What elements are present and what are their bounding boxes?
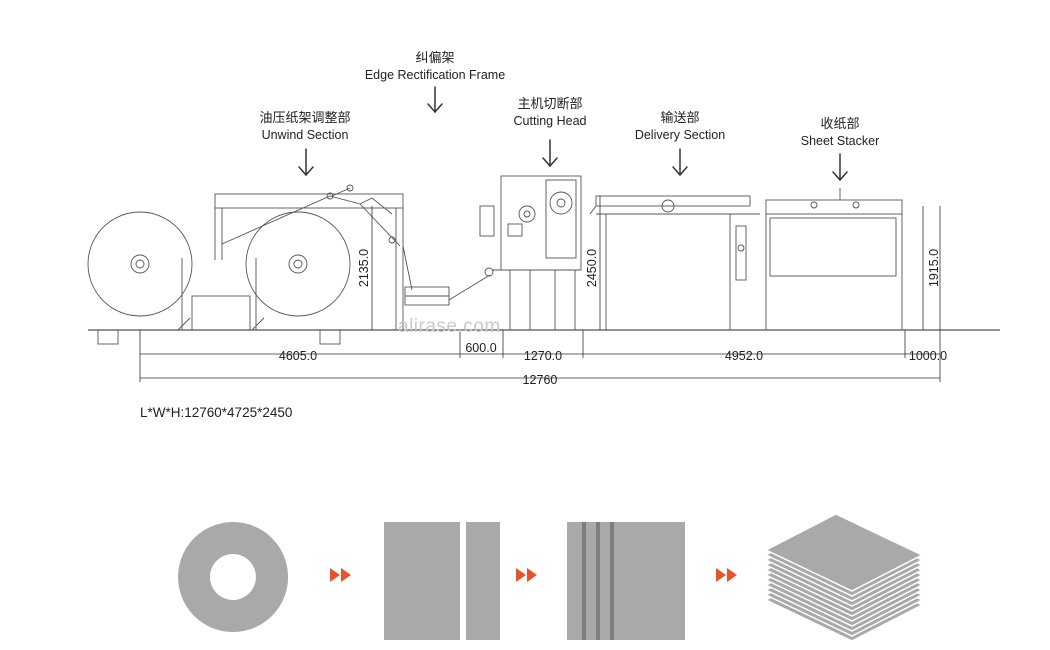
dim-height-unwind: 2135.0 xyxy=(357,249,371,287)
unwind-section-drawing xyxy=(87,184,404,345)
label-sheet-stacker: 收纸部 Sheet Stacker xyxy=(780,116,900,149)
dim-height-stacker: 1915.0 xyxy=(927,249,941,287)
label-unwind-section: 油压纸架调整部 Unwind Section xyxy=(240,110,370,143)
edge-frame-zh: 纠偏架 xyxy=(415,51,455,66)
unwind-en: Unwind Section xyxy=(261,128,349,142)
stage-cut-sheets xyxy=(567,522,685,640)
machine-drawing: 4605.0 600.0 1270.0 4952.0 1000.0 12760 … xyxy=(87,86,1000,387)
label-delivery-section: 输送部 Delivery Section xyxy=(615,110,745,143)
unwind-arrow xyxy=(298,148,314,177)
label-cutting-head: 主机切断部 Cutting Head xyxy=(495,96,605,129)
stacker-arrow xyxy=(832,153,848,182)
dim-seg-stacker: 1000.0 xyxy=(909,349,947,363)
edge-frame-drawing xyxy=(402,245,491,306)
cutting-zh: 主机切断部 xyxy=(517,97,583,112)
stage-slit-sheets xyxy=(384,522,500,640)
edge-frame-arrow xyxy=(427,86,443,114)
dim-height-cutter: 2450.0 xyxy=(585,249,599,287)
delivery-zh: 输送部 xyxy=(660,111,700,126)
delivery-en: Delivery Section xyxy=(634,128,726,142)
stacker-en: Sheet Stacker xyxy=(800,134,880,148)
process-flow xyxy=(178,513,924,642)
stage-stacked-sheets xyxy=(764,513,924,642)
flow-arrow-1 xyxy=(330,568,351,582)
dim-seg-cutter: 1270.0 xyxy=(524,349,562,363)
delivery-arrow xyxy=(672,148,688,177)
watermark: alirase.com xyxy=(398,316,501,337)
edge-frame-en: Edge Rectification Frame xyxy=(364,68,506,82)
dim-seg-gap: 600.0 xyxy=(465,341,496,355)
cutting-arrow xyxy=(542,139,558,168)
cutting-head-drawing xyxy=(479,175,582,330)
stage-paper-roll xyxy=(178,522,289,632)
delivery-section-drawing xyxy=(589,195,760,330)
stacker-zh: 收纸部 xyxy=(820,117,860,132)
dim-seg-unwind: 4605.0 xyxy=(279,349,317,363)
sheet-stacker-drawing xyxy=(765,188,903,330)
dim-seg-delivery: 4952.0 xyxy=(725,349,763,363)
flow-arrow-3 xyxy=(716,568,737,582)
label-edge-rectification-frame: 纠偏架 Edge Rectification Frame xyxy=(355,50,515,83)
dim-total-length: 12760 xyxy=(523,373,558,387)
flow-arrow-2 xyxy=(516,568,537,582)
spec-text: L*W*H:12760*4725*2450 xyxy=(140,405,293,420)
cutting-en: Cutting Head xyxy=(513,114,587,128)
unwind-zh: 油压纸架调整部 xyxy=(259,111,351,126)
